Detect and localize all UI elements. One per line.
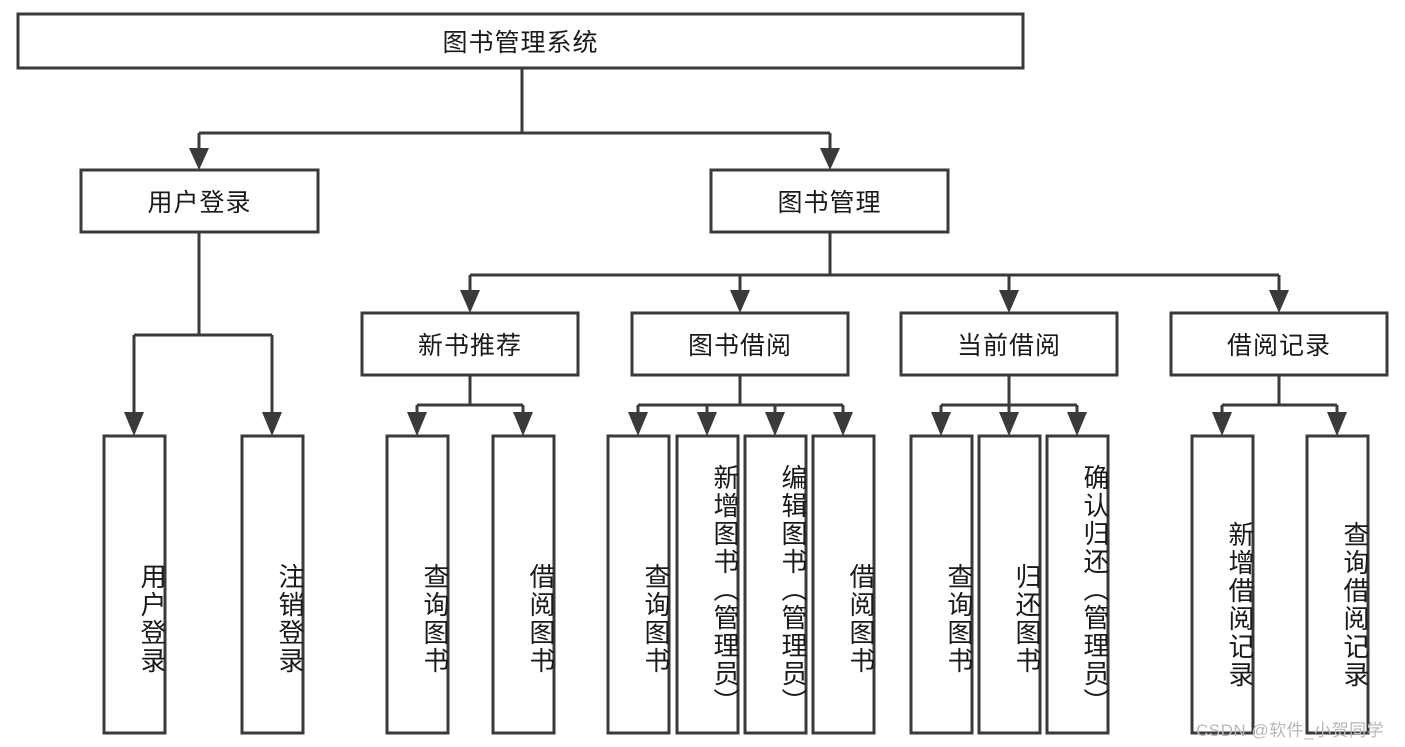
- label-leaf-query-book-3: 查询图书: [944, 562, 974, 675]
- arrow-head-book-manage: [820, 148, 840, 170]
- arrow-head-book-borrow: [730, 290, 750, 313]
- arrow-head-leaf-query-book-2: [628, 412, 648, 436]
- node-box-leaf-borrow-book-1[interactable]: [491, 434, 556, 735]
- node-box-leaf-query-book-3[interactable]: [909, 434, 974, 735]
- node-box-leaf-borrow-book-2[interactable]: [811, 434, 876, 735]
- connector-layer: [124, 68, 1347, 436]
- label-leaf-query-book-2: 查询图书: [641, 562, 671, 675]
- arrow-head-leaf-query-book-1: [407, 412, 427, 436]
- csdn-watermark: CSDN @软件_小贺同学: [1196, 721, 1385, 740]
- arrow-head-leaf-user-logout: [262, 412, 282, 436]
- label-leaf-add-book: 新增图书（管理员）: [710, 463, 740, 716]
- node-box-book-borrow[interactable]: [630, 311, 850, 377]
- arrow-head-borrow-record: [1269, 290, 1289, 313]
- node-box-current-borrow[interactable]: [899, 311, 1119, 377]
- arrow-head-leaf-borrow-book-1: [513, 412, 533, 436]
- label-borrow-record: 借阅记录: [1226, 332, 1331, 360]
- node-box-new-book-recommend[interactable]: [360, 311, 580, 377]
- label-leaf-borrow-book-2: 借阅图书: [846, 562, 876, 675]
- node-box-layer: [16, 12, 1389, 735]
- label-leaf-add-record: 新增借阅记录: [1225, 520, 1255, 689]
- arrow-head-new-book-recommend: [460, 290, 480, 313]
- label-new-book-recommend: 新书推荐: [417, 332, 522, 360]
- arrow-head-leaf-user-login: [124, 412, 144, 436]
- arrow-head-leaf-add-book: [697, 412, 717, 436]
- arrow-head-leaf-return-book: [999, 412, 1019, 436]
- node-box-leaf-confirm-return[interactable]: [1045, 434, 1110, 735]
- label-leaf-return-book: 归还图书: [1012, 562, 1042, 675]
- label-book-borrow: 图书借阅: [687, 332, 792, 360]
- arrow-head-current-borrow: [999, 290, 1019, 313]
- arrow-head-leaf-add-record: [1212, 412, 1232, 436]
- node-box-leaf-query-book-2[interactable]: [606, 434, 671, 735]
- label-leaf-edit-book: 编辑图书（管理员）: [778, 463, 808, 716]
- node-box-leaf-return-book[interactable]: [977, 434, 1042, 735]
- label-book-manage: 图书管理: [777, 189, 882, 217]
- label-leaf-user-login: 用户登录: [137, 562, 167, 675]
- label-leaf-query-record: 查询借阅记录: [1340, 520, 1370, 689]
- node-box-leaf-add-book[interactable]: [675, 434, 740, 735]
- node-box-leaf-add-record[interactable]: [1190, 434, 1255, 735]
- label-user-login: 用户登录: [147, 189, 252, 217]
- arrow-head-leaf-confirm-return: [1067, 412, 1087, 436]
- label-root: 图书管理系统: [442, 29, 599, 57]
- label-leaf-borrow-book-1: 借阅图书: [526, 562, 556, 675]
- node-box-book-manage[interactable]: [709, 168, 950, 234]
- node-box-leaf-user-login[interactable]: [102, 434, 167, 735]
- node-box-borrow-record[interactable]: [1169, 311, 1389, 377]
- arrow-head-leaf-query-record: [1327, 412, 1347, 436]
- label-current-borrow: 当前借阅: [956, 332, 1061, 360]
- arrow-head-leaf-query-book-3: [931, 412, 951, 436]
- label-leaf-user-logout: 注销登录: [275, 562, 305, 675]
- arrow-head-leaf-edit-book: [765, 412, 785, 436]
- node-box-leaf-query-book-1[interactable]: [385, 434, 450, 735]
- node-box-leaf-edit-book[interactable]: [743, 434, 808, 735]
- label-leaf-query-book-1: 查询图书: [420, 562, 450, 675]
- label-leaf-confirm-return: 确认归还（管理员）: [1080, 463, 1110, 716]
- node-box-user-login[interactable]: [79, 168, 320, 234]
- node-box-root[interactable]: [16, 12, 1025, 70]
- arrow-head-user-login: [189, 148, 209, 170]
- node-box-leaf-query-record[interactable]: [1305, 434, 1370, 735]
- node-box-leaf-user-logout[interactable]: [240, 434, 305, 735]
- arrow-head-leaf-borrow-book-2: [833, 412, 853, 436]
